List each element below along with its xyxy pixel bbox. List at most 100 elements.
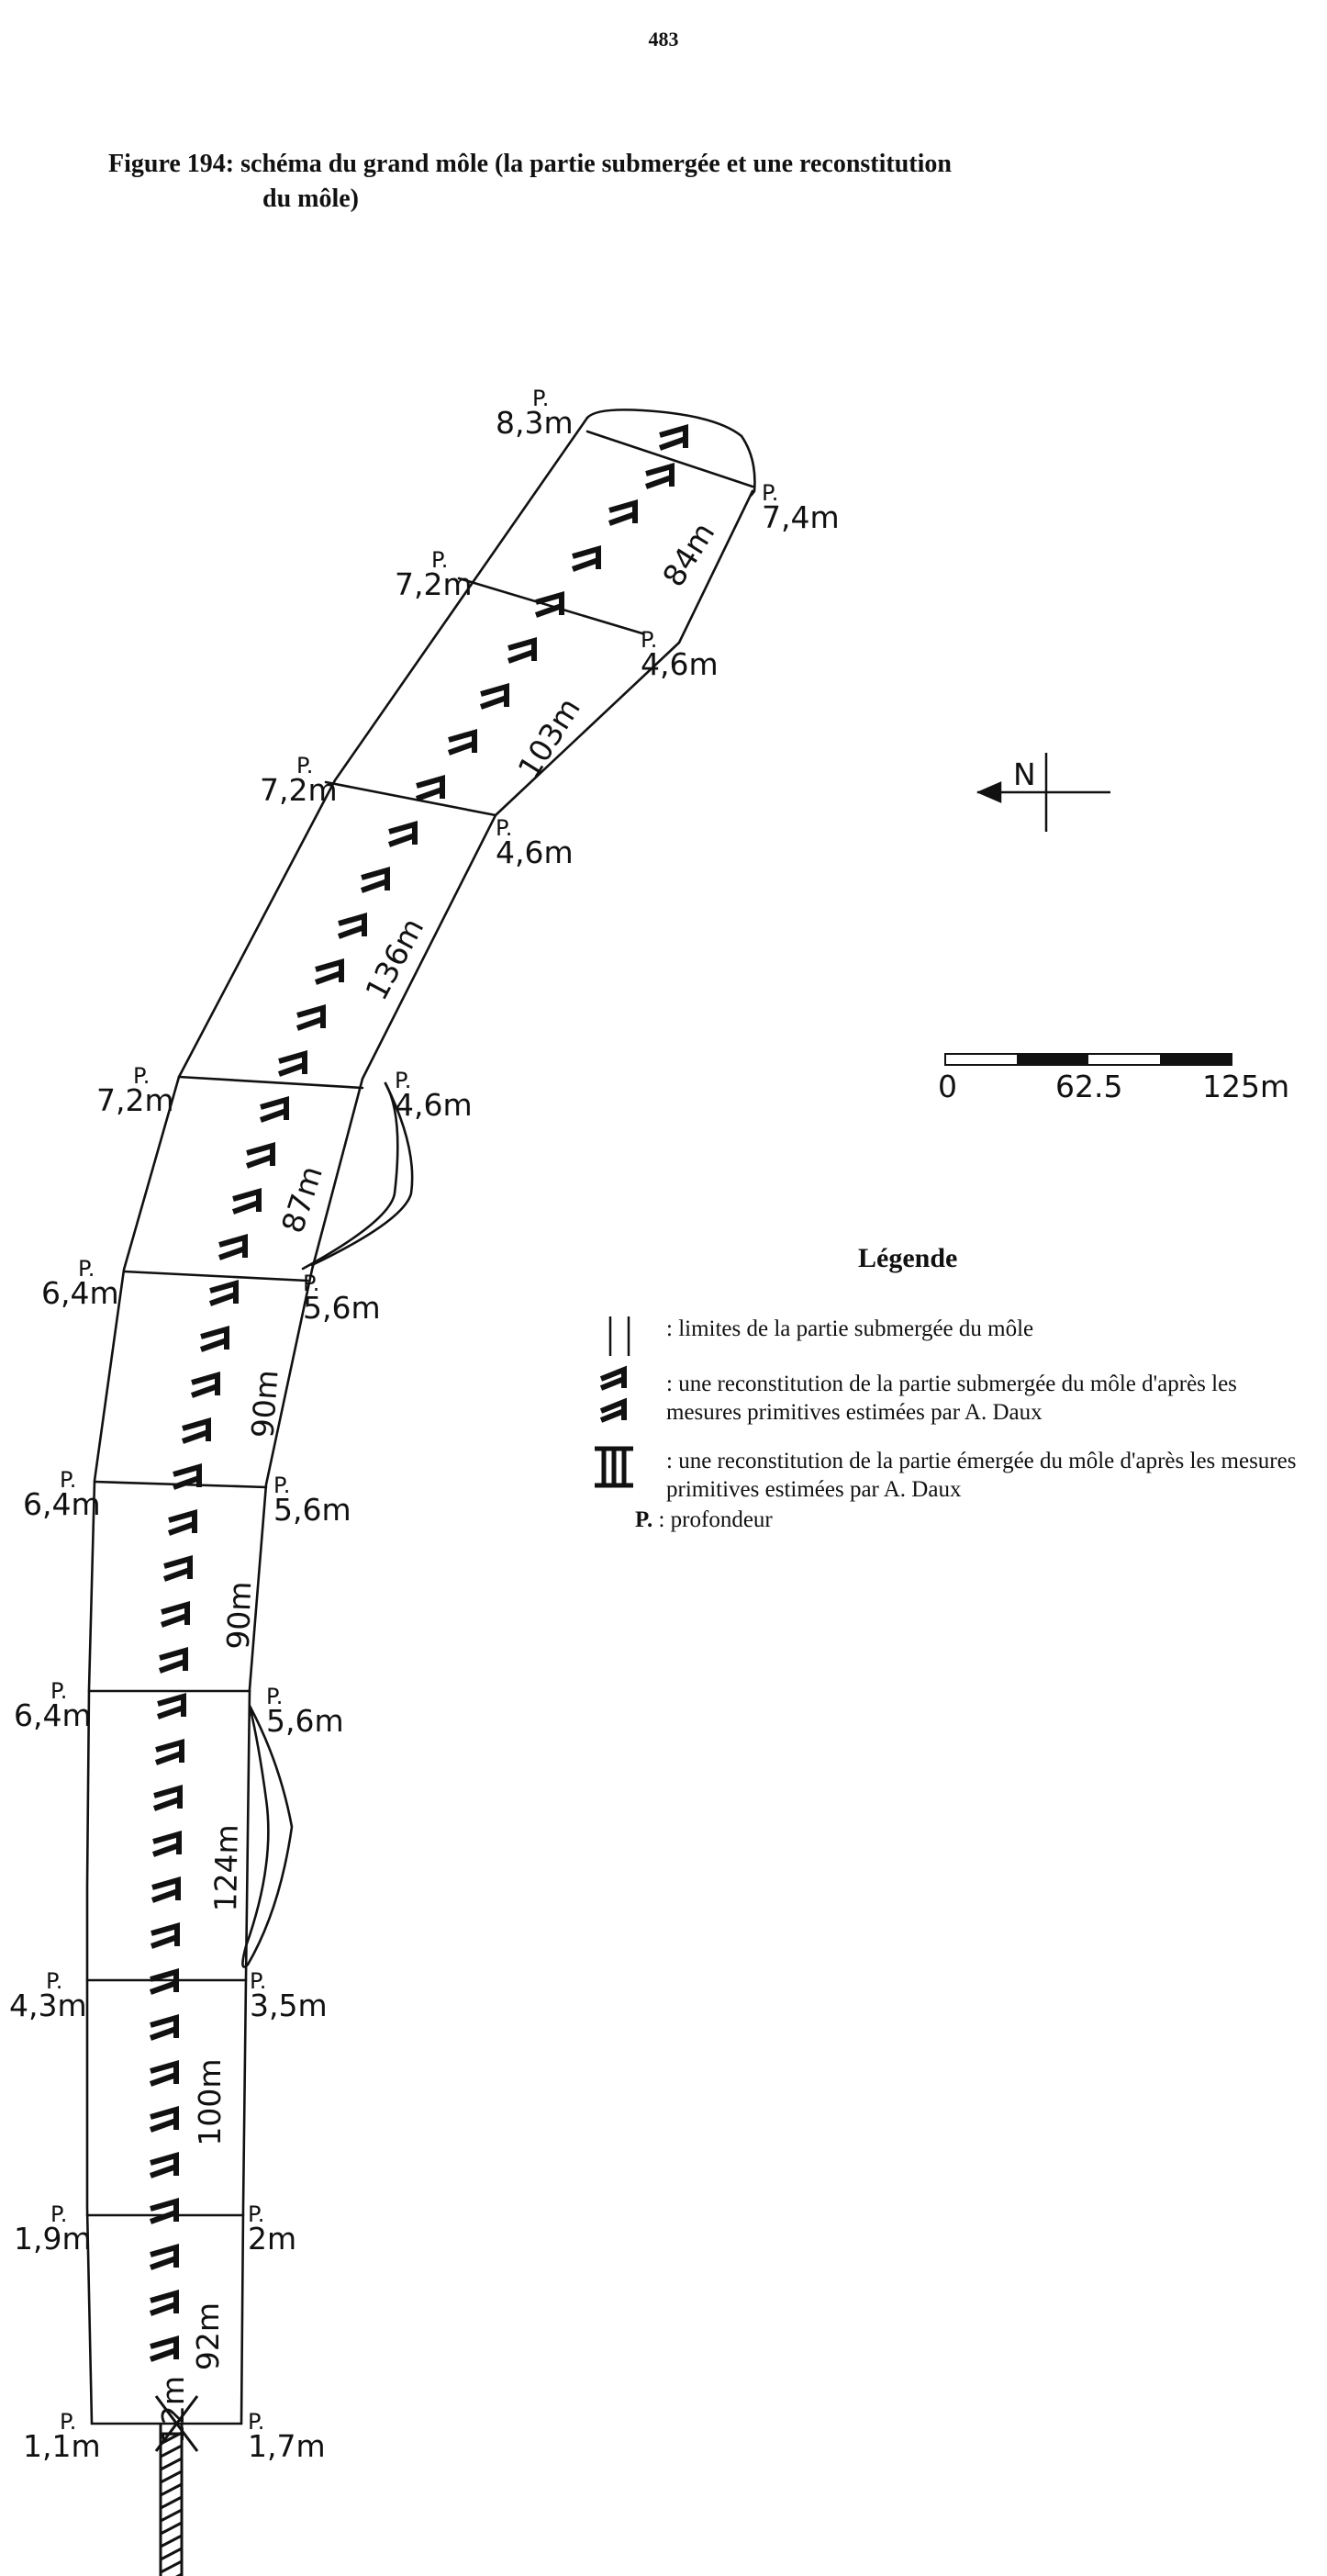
submerged-reconstitution-mark bbox=[149, 1968, 179, 1995]
submerged-reconstitution-mark bbox=[167, 1509, 197, 1536]
depth-marker: P. bbox=[46, 1968, 62, 1994]
hatch-line bbox=[160, 2444, 183, 2458]
segment-length-label: 84m bbox=[655, 516, 721, 593]
depth-marker: P. bbox=[641, 627, 657, 653]
hatch-line bbox=[160, 2482, 183, 2497]
submerged-reconstitution-mark bbox=[571, 545, 601, 572]
submerged-reconstitution-mark bbox=[149, 2106, 179, 2133]
right-depth-label: 4,6m bbox=[641, 646, 719, 682]
right-depth-label: 5,6m bbox=[303, 1290, 381, 1326]
north-label: N bbox=[1013, 756, 1036, 792]
right-depth-label: 2m bbox=[248, 2221, 296, 2257]
submerged-reconstitution-mark bbox=[199, 1326, 229, 1352]
submerged-reconstitution-mark bbox=[149, 2198, 179, 2224]
legend-text: : une reconstitution de la partie émergé… bbox=[666, 1449, 1297, 1502]
legend-item-emerged: : une reconstitution de la partie émergé… bbox=[587, 1446, 1303, 1506]
cross-line bbox=[122, 1270, 309, 1282]
left-depth-label: 1,1m bbox=[23, 2428, 101, 2464]
segment-length-label: 103m bbox=[511, 691, 587, 784]
depth-marker: P. bbox=[266, 1684, 283, 1709]
scale-tick-125m: 125m bbox=[1202, 1069, 1289, 1104]
legend-text: : limites de la partie submergée du môle bbox=[666, 1316, 1034, 1341]
submerged-reconstitution-icon bbox=[599, 1365, 627, 1423]
depth-marker: P. bbox=[78, 1256, 95, 1282]
submerged-reconstitution-mark bbox=[158, 1647, 188, 1674]
legend-text: : profondeur bbox=[658, 1507, 773, 1532]
right-depth-label: 5,6m bbox=[273, 1492, 351, 1528]
submerged-reconstitution-mark bbox=[149, 2290, 179, 2316]
depth-marker: P. bbox=[303, 1271, 319, 1296]
submerged-reconstitution-mark bbox=[154, 1739, 184, 1765]
right-depth-label: 1,7m bbox=[248, 2428, 326, 2464]
cross-line bbox=[585, 430, 754, 488]
north-arrow bbox=[976, 753, 1110, 832]
submerged-reconstitution-mark bbox=[149, 2014, 179, 2041]
segment-length-label: 100m bbox=[192, 2058, 228, 2145]
depth-marker: P. bbox=[296, 753, 313, 778]
submerged-reconstitution-mark bbox=[208, 1280, 239, 1306]
submerged-reconstitution-mark bbox=[337, 913, 367, 939]
figure-title-line-1: Figure 194: schéma du grand môle (la par… bbox=[108, 150, 952, 178]
hatch-line bbox=[160, 2521, 183, 2536]
right-depth-label: 4,6m bbox=[496, 834, 574, 870]
cross-line bbox=[177, 1075, 364, 1090]
legend-item-submerged: : une reconstitution de la partie submer… bbox=[587, 1365, 1303, 1447]
left-depth-label: 6,4m bbox=[23, 1486, 101, 1522]
submerged-reconstitution-mark bbox=[172, 1463, 202, 1490]
hatch-line bbox=[160, 2457, 183, 2471]
hatch-line bbox=[160, 2508, 183, 2523]
submerged-reconstitution-mark bbox=[296, 1004, 326, 1031]
outcrop-upper-inner bbox=[310, 1081, 414, 1267]
mole-head bbox=[585, 409, 756, 498]
legend-item-limits: : limites de la partie submergée du môle bbox=[587, 1315, 1303, 1361]
legend-key: P. bbox=[635, 1507, 653, 1532]
depth-marker: P. bbox=[431, 547, 448, 573]
submerged-reconstitution-mark bbox=[507, 637, 537, 664]
submerged-reconstitution-mark bbox=[181, 1417, 211, 1444]
hatch-line bbox=[160, 2534, 183, 2548]
limit-lines-icon bbox=[608, 1316, 630, 1356]
mole-left-boundary bbox=[85, 416, 589, 2425]
left-depth-label: 8,3m bbox=[496, 405, 574, 441]
right-depth-label: 5,6m bbox=[266, 1703, 344, 1739]
submerged-reconstitution-mark bbox=[387, 821, 418, 847]
scale-bar bbox=[944, 1053, 1232, 1066]
submerged-reconstitution-mark bbox=[149, 2335, 179, 2362]
submerged-reconstitution-mark bbox=[277, 1050, 307, 1077]
left-depth-label: 7,2m bbox=[260, 772, 338, 808]
figure-title: Figure 194: schéma du grand môle (la par… bbox=[108, 147, 1173, 217]
depth-marker: P. bbox=[532, 386, 549, 411]
segment-length-label: 124m bbox=[207, 1824, 245, 1912]
submerged-reconstitution-mark bbox=[149, 2060, 179, 2087]
segment-length-label: 87m bbox=[274, 1161, 329, 1238]
left-depth-label: 7,2m bbox=[96, 1082, 174, 1118]
submerged-reconstitution-mark bbox=[190, 1372, 220, 1398]
submerged-reconstitution-mark bbox=[152, 1785, 183, 1811]
submerged-reconstitution-mark bbox=[149, 2152, 179, 2178]
depth-marker: P. bbox=[248, 2409, 264, 2435]
depth-marker: P. bbox=[133, 1063, 150, 1089]
emerged-reconstitution-icon bbox=[595, 1446, 633, 1488]
depth-marker: P. bbox=[248, 2201, 264, 2227]
hatch-line bbox=[160, 2431, 183, 2446]
submerged-reconstitution-mark bbox=[156, 1693, 186, 1719]
depth-marker: P. bbox=[395, 1068, 411, 1093]
cross-line bbox=[324, 780, 497, 817]
submerged-reconstitution-mark bbox=[217, 1234, 248, 1260]
submerged-reconstitution-mark bbox=[360, 867, 390, 893]
submerged-reconstitution-mark bbox=[608, 499, 638, 526]
submerged-reconstitution-mark bbox=[534, 591, 564, 618]
segment-length-label: 90m bbox=[244, 1369, 284, 1439]
emerged-part-hatching bbox=[154, 2395, 199, 2576]
depth-marker: P. bbox=[496, 815, 512, 841]
submerged-reconstitution-mark bbox=[259, 1096, 289, 1123]
depth-marker: P. bbox=[50, 1678, 67, 1704]
legend-item-depth: P. : profondeur bbox=[587, 1506, 1303, 1534]
mole-right-boundary bbox=[240, 489, 754, 2425]
segment-length-label: 92m bbox=[190, 2302, 226, 2370]
submerged-reconstitution-mark bbox=[479, 683, 509, 710]
submerged-reconstitution-mark bbox=[162, 1555, 193, 1582]
submerged-reconstitution-mark bbox=[160, 1601, 190, 1628]
reconstitution-symbols bbox=[149, 424, 688, 2362]
